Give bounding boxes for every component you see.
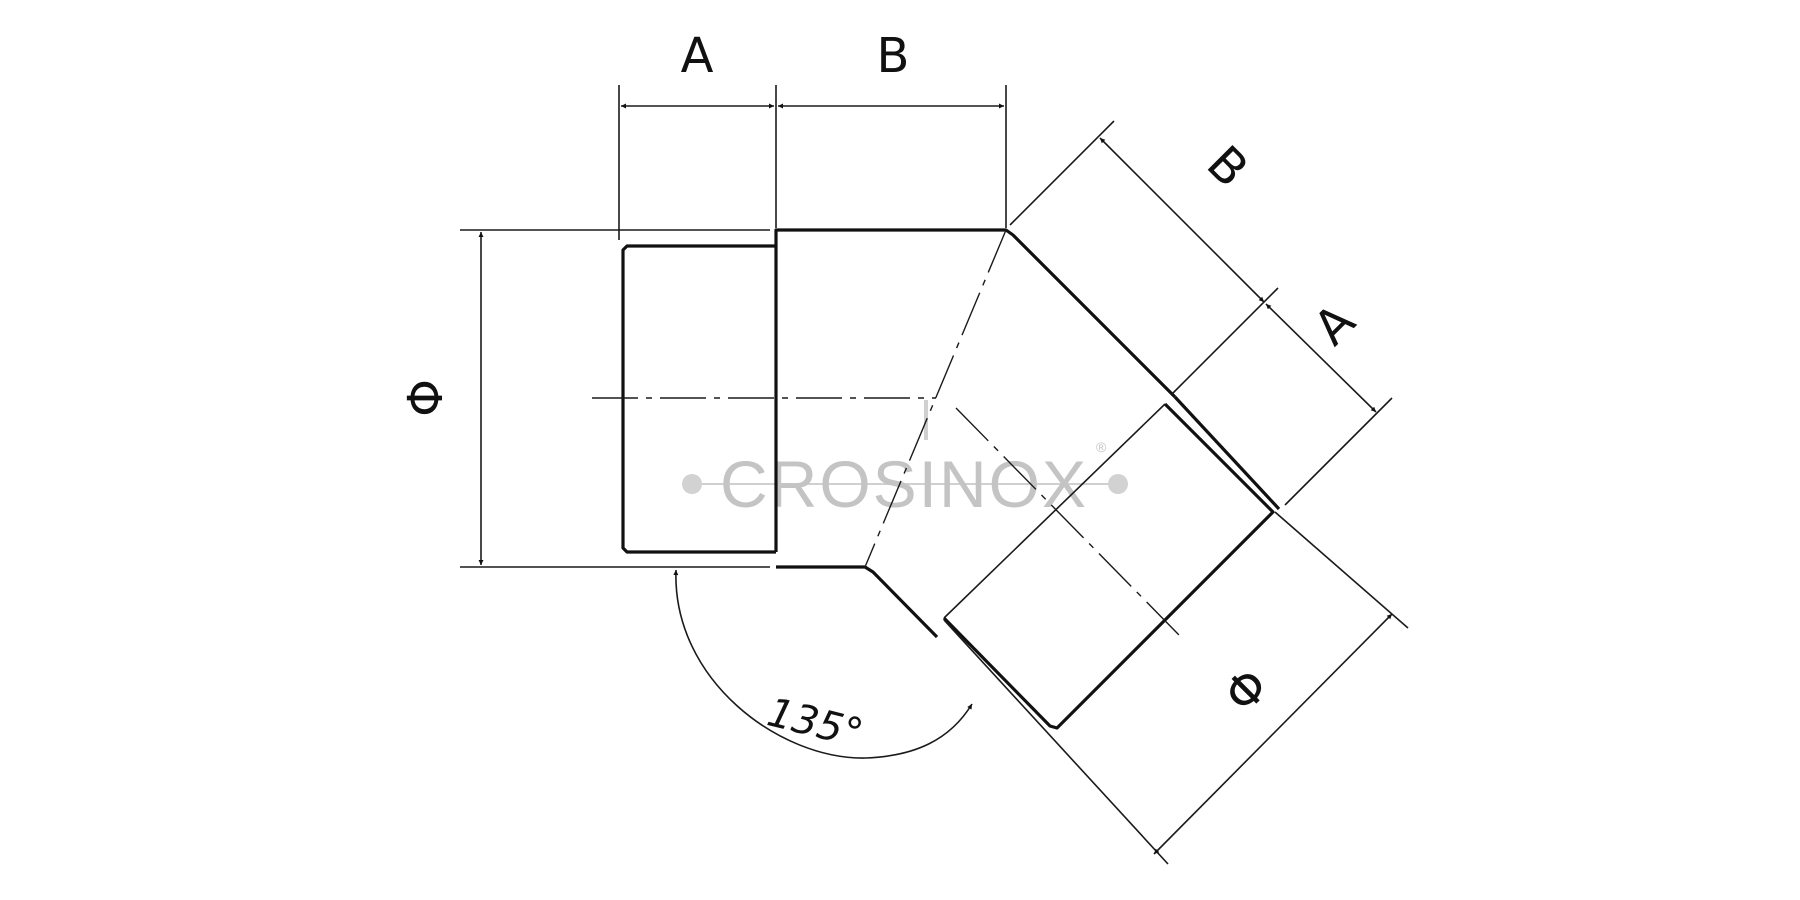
dim-b-diagonal-label: B [1196, 135, 1259, 198]
miter-line [864, 229, 1007, 568]
elbow-body [774, 228, 1281, 639]
dim-diameter-right-label: Φ [1214, 658, 1280, 724]
extension-lines [460, 85, 1409, 865]
dim-diameter-left-label: Φ [398, 379, 454, 417]
angle-label: 135° [763, 689, 868, 757]
dimension-lines [478, 103, 1393, 855]
dim-a-diagonal-label: A [1303, 293, 1366, 356]
right-spigot [942, 402, 1275, 730]
diagonal-centerline [955, 407, 1181, 637]
left-spigot [621, 244, 776, 554]
dim-a-top-label: A [681, 28, 714, 84]
watermark-registered-mark: ® [1096, 439, 1107, 455]
watermark-text: CROSINOX [720, 447, 1088, 521]
crosinox-watermark: CROSINOX ® [682, 400, 1128, 521]
dim-b-top-label: B [877, 28, 910, 84]
